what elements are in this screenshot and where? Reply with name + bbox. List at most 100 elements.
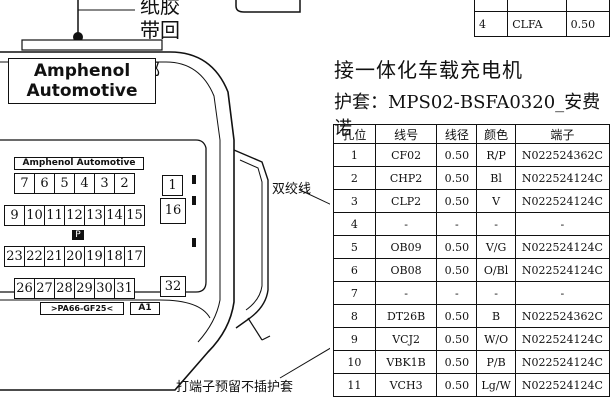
- cell-wire-no: OB08: [374, 258, 438, 282]
- tape-note-line2: 带回: [140, 18, 180, 42]
- cell-gauge: 0.50: [436, 166, 478, 190]
- cell-cavity: 3: [333, 189, 376, 213]
- cavity-3: 3: [94, 173, 115, 194]
- cell-terminal: N022524124C: [514, 258, 610, 282]
- cavity-1-wrap: 1: [162, 175, 183, 196]
- table-row: 4----: [333, 212, 610, 236]
- cell-color: Bl: [476, 166, 516, 190]
- cell-gauge: -: [436, 212, 478, 236]
- cavity-32-wrap: 32: [160, 276, 186, 297]
- cell-cavity: 4: [333, 212, 376, 236]
- cell-cavity: 6: [333, 258, 376, 282]
- cavity-20: 20: [64, 246, 85, 267]
- cavity-13: 13: [84, 205, 105, 226]
- top-table: 4 CLFA 0.50: [473, 0, 610, 37]
- cavity-2: 2: [114, 173, 135, 194]
- header-wire-no: 线号: [374, 124, 438, 144]
- cell-color: V: [476, 189, 516, 213]
- position-label: A1: [130, 302, 160, 315]
- part-label: >PA66-GF25<: [40, 302, 124, 315]
- tape-note: 纸胶 带回: [140, 0, 180, 42]
- cavity-19: 19: [84, 246, 105, 267]
- cavity-6: 6: [34, 173, 55, 194]
- cell-cavity: 7: [333, 281, 376, 305]
- header-cavity: 孔位: [333, 124, 376, 144]
- cavity-29: 29: [74, 278, 95, 299]
- brand-label: Amphenol Automotive: [8, 58, 156, 104]
- cell-color: V/G: [476, 235, 516, 259]
- cell-color: O/Bl: [476, 258, 516, 282]
- brand-line2: Automotive: [26, 81, 138, 101]
- cell-cavity: 1: [333, 143, 376, 167]
- connector-drawing: [0, 0, 330, 391]
- cell-wire-no: OB09: [374, 235, 438, 259]
- cell-gauge: 0.50: [436, 143, 478, 167]
- cavity-11: 11: [44, 205, 65, 226]
- header-color: 颜色: [476, 124, 516, 144]
- tape-note-line1: 纸胶: [140, 0, 180, 18]
- terminal-note: 打端子预留不插护套: [176, 380, 294, 395]
- cell-terminal: N022524124C: [514, 327, 610, 351]
- cell-gauge: 0.50: [436, 189, 478, 213]
- cell-color: P/B: [476, 350, 516, 374]
- cell-terminal: N022524124C: [514, 350, 610, 374]
- cell-gauge: 0.50: [436, 258, 478, 282]
- cavity-18: 18: [104, 246, 125, 267]
- cavity-7: 7: [14, 173, 35, 194]
- cell-cavity: 11: [333, 373, 376, 397]
- cell-cavity: 9: [333, 327, 376, 351]
- cell-color: W/O: [476, 327, 516, 351]
- table-row: 7----: [333, 281, 610, 305]
- cavity-31: 31: [114, 278, 135, 299]
- cavity-4: 4: [74, 173, 95, 194]
- face-label: Amphenol Automotive: [14, 157, 144, 170]
- cavity-30: 30: [94, 278, 115, 299]
- cavity-17: 17: [124, 246, 145, 267]
- cavity-27: 27: [34, 278, 55, 299]
- cell-gauge: 0.50: [436, 350, 478, 374]
- cell-cavity: 8: [333, 304, 376, 328]
- cavity-row-2: 9 10 11 12 13 14 15: [4, 205, 145, 226]
- center-mark: P: [72, 230, 84, 240]
- top-table-row: 4 CLFA 0.50: [473, 11, 610, 37]
- cavity-row-3: 23 22 21 20 19 18 17: [4, 246, 145, 267]
- cell-cavity: 10: [333, 350, 376, 374]
- cell-wire-no: VCH3: [374, 373, 438, 397]
- cell-terminal: N022524124C: [514, 235, 610, 259]
- cell-color: R/P: [476, 143, 516, 167]
- cell-wire-no: VBK1B: [374, 350, 438, 374]
- top-table-no: 4: [473, 11, 509, 37]
- cell-terminal: N022524362C: [514, 143, 610, 167]
- top-table-val: 0.50: [565, 11, 610, 37]
- cavity-15: 15: [124, 205, 145, 226]
- cell-terminal: -: [514, 281, 610, 305]
- cavity-row-4: 26 27 28 29 30 31: [14, 278, 135, 299]
- cell-wire-no: -: [374, 212, 438, 236]
- cell-gauge: 0.50: [436, 235, 478, 259]
- cavity-28: 28: [54, 278, 75, 299]
- cell-gauge: 0.50: [436, 304, 478, 328]
- cavity-row-1: 7 6 5 4 3 2: [14, 173, 135, 194]
- cell-gauge: 0.50: [436, 373, 478, 397]
- cell-terminal: -: [514, 212, 610, 236]
- page-title: 接一体化车载充电机: [334, 58, 523, 82]
- cell-wire-no: VCJ2: [374, 327, 438, 351]
- cell-color: B: [476, 304, 516, 328]
- cell-wire-no: CF02: [374, 143, 438, 167]
- header-gauge: 线径: [436, 124, 478, 144]
- cavity-1: 1: [162, 175, 183, 196]
- cavity-5: 5: [54, 173, 75, 194]
- cell-color: -: [476, 212, 516, 236]
- cavity-26: 26: [14, 278, 35, 299]
- cavity-16-wrap: 16: [160, 198, 186, 224]
- cavity-14: 14: [104, 205, 125, 226]
- top-table-row-blank: [473, 0, 610, 12]
